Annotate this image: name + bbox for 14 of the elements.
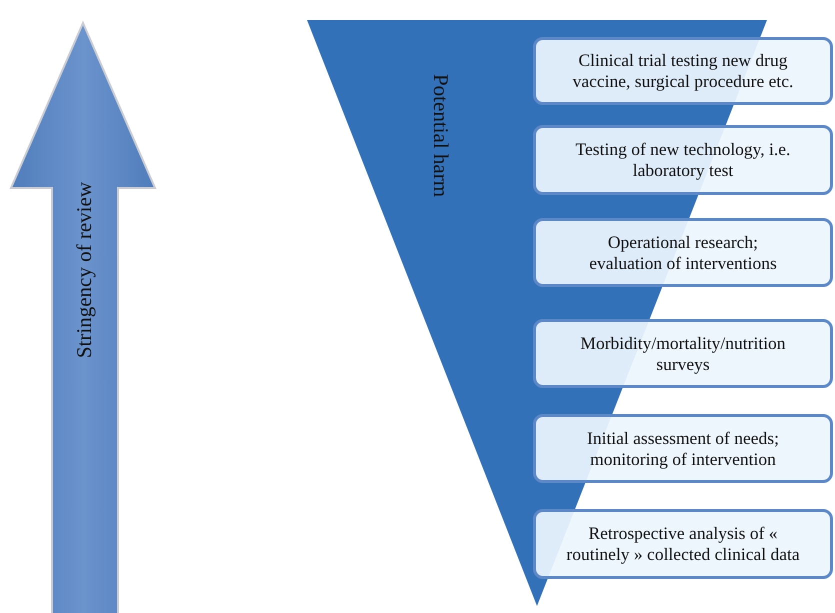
box-text: Testing of new technology, i.e. laboratory test <box>574 139 792 181</box>
rounded-box <box>533 37 833 105</box>
box-text: Retrospective analysis of « routinely » collected clinical data <box>565 523 801 565</box>
rounded-box <box>533 509 833 579</box>
box-text: Operational research; evaluation of interventions <box>588 232 778 274</box>
triangle-label: Potential harm <box>428 74 453 198</box>
box-text: Morbidity/mortality/nutrition surveys <box>579 332 787 374</box>
rounded-box <box>533 319 833 388</box>
box-text: Initial assessment of needs; monitoring of intervention <box>586 428 780 470</box>
rounded-box <box>533 125 833 195</box>
arrow-label: Stringency of review <box>72 182 97 358</box>
rounded-box <box>533 414 833 483</box>
box-text: Clinical trial testing new drug vaccine, surgical procedure etc. <box>572 50 794 92</box>
rounded-box <box>533 218 833 287</box>
